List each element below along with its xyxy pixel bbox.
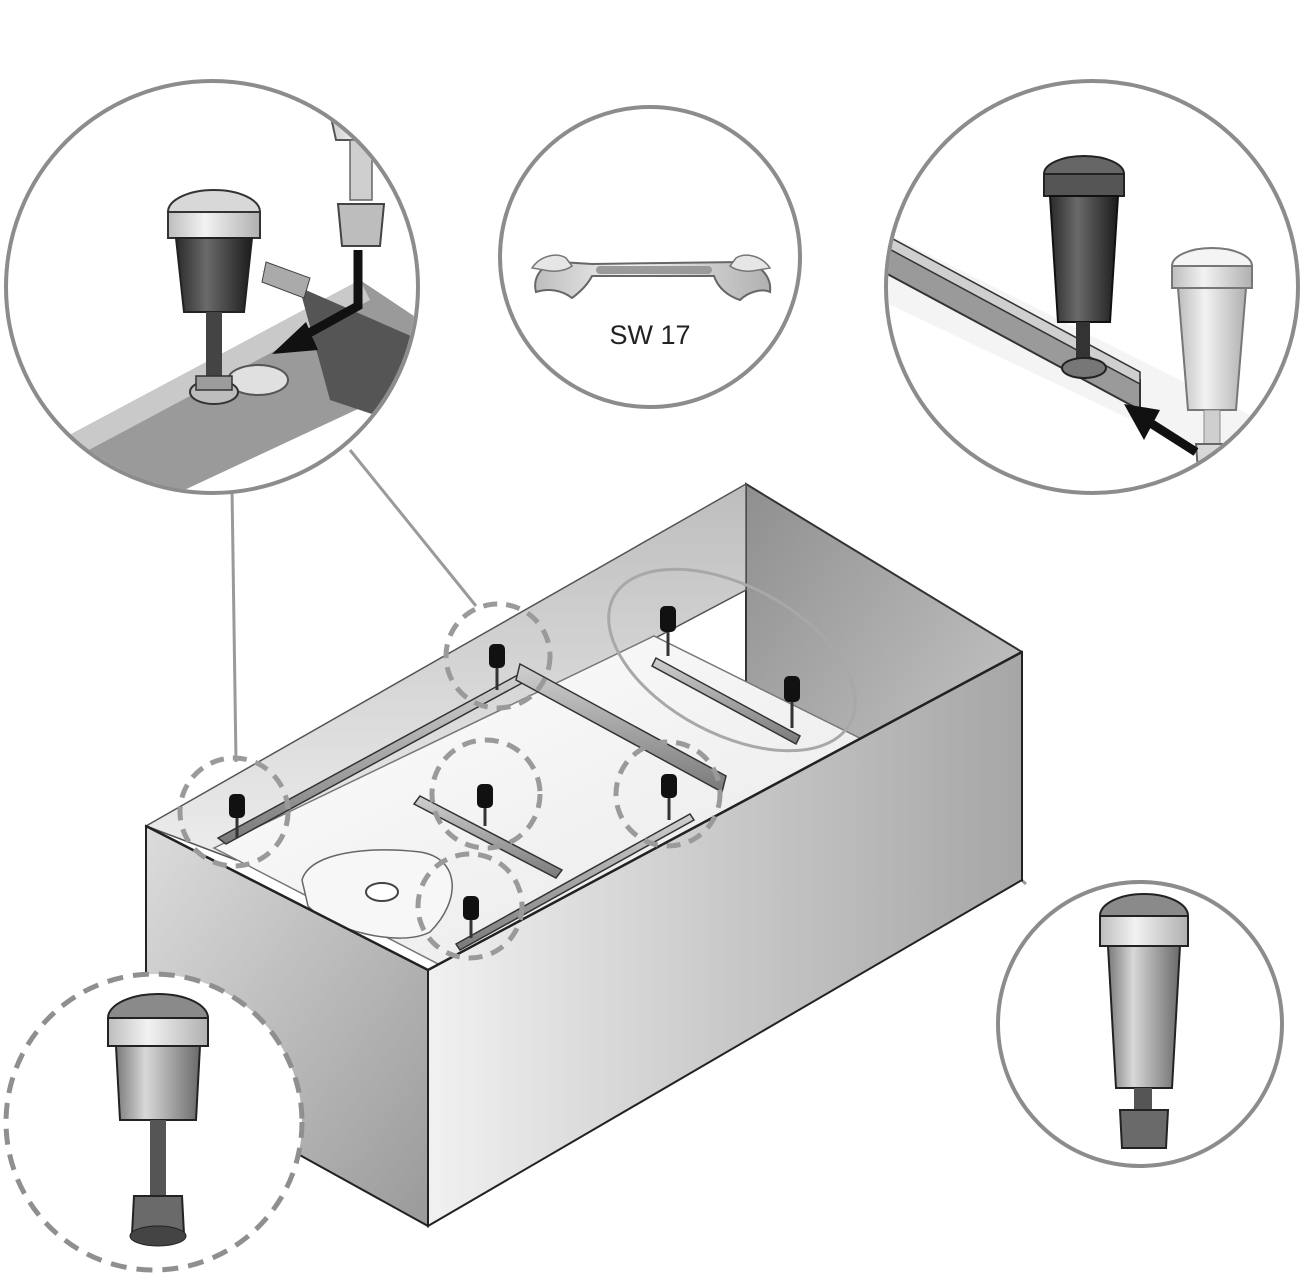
drain-hole	[365, 882, 399, 902]
box-foot-2	[489, 644, 505, 690]
open-end-wrench-icon	[530, 254, 772, 302]
arrow-icon	[1149, 420, 1199, 456]
bathtub-box	[144, 482, 1023, 1228]
leveling-foot-icon	[107, 993, 209, 1247]
box-foot-6	[660, 606, 676, 656]
box-rim	[145, 650, 1023, 972]
highlight-ellipse-rail	[607, 567, 857, 753]
box-foot-4	[661, 774, 677, 820]
detail-slide-foot-into-rail	[884, 79, 1300, 495]
arrow-icon	[297, 250, 363, 342]
highlight-circles	[177, 601, 723, 961]
support-rails	[216, 656, 801, 951]
leveling-foot-icon	[167, 189, 261, 405]
detail-insert-foot-into-rail-hole	[4, 79, 420, 495]
detail-foot-assembled	[3, 971, 305, 1273]
box-foot-5	[463, 896, 479, 938]
detail-foot-part	[996, 880, 1284, 1168]
box-foot-7	[784, 676, 800, 728]
box-feet	[229, 606, 800, 938]
box-foot-3	[477, 784, 493, 826]
leveling-foot-icon	[1099, 893, 1189, 1149]
leveling-foot-icon	[1043, 155, 1125, 379]
arrow-head-icon	[1124, 404, 1160, 440]
wrench-size-label: SW 17	[609, 320, 690, 350]
arrow-head-icon	[272, 322, 318, 354]
detail-wrench-size: SW 17	[498, 105, 802, 409]
box-foot-1	[229, 794, 245, 838]
